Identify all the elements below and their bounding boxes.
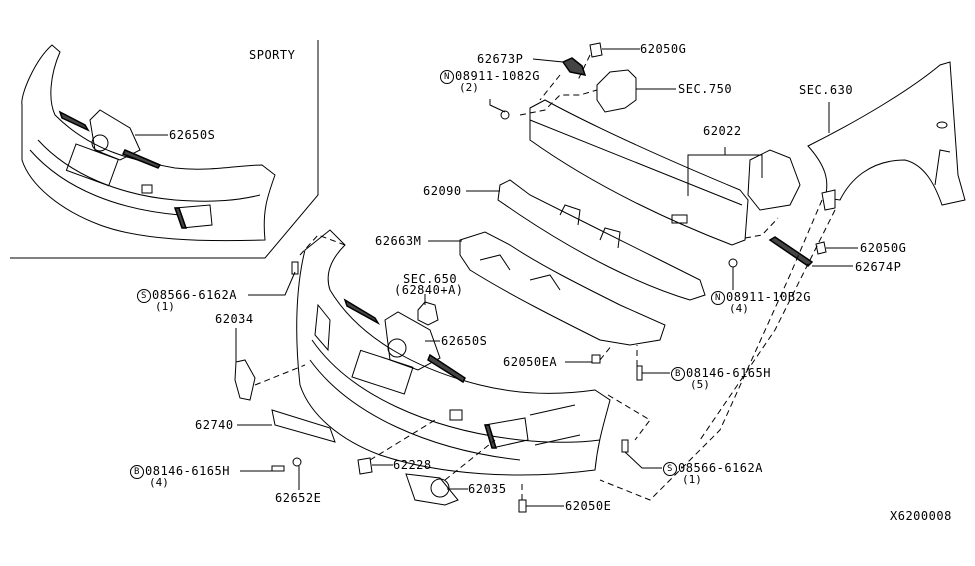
label-62663M: 62663M — [375, 234, 422, 248]
clip-62050E — [518, 499, 527, 513]
bracket-62674P — [768, 236, 814, 267]
label-62740: 62740 — [195, 418, 234, 432]
label-62650S: 62650S — [441, 334, 488, 348]
bolt-symbol-icon: B — [671, 367, 685, 381]
grommet-62652E — [292, 457, 302, 467]
clip-62050G-top — [589, 42, 603, 58]
reinforcement-62022 — [529, 99, 801, 246]
bolt-right — [636, 365, 643, 381]
screw-symbol-icon: S — [663, 462, 677, 476]
license-bracket-62740 — [271, 409, 336, 443]
fog-lamp-62035 — [405, 473, 459, 506]
bracket-sec650 — [417, 301, 439, 326]
label-62650S-inset: 62650S — [169, 128, 216, 142]
energy-absorber-62090 — [497, 179, 706, 301]
label-62034: 62034 — [215, 312, 254, 326]
label-62035: 62035 — [468, 482, 507, 496]
label-sec630: SEC.630 — [799, 83, 854, 97]
label-sec650: SEC.650 — [403, 272, 458, 286]
fender-sec630 — [807, 61, 966, 211]
label-62050EA: 62050EA — [503, 355, 558, 369]
label-sec650-sub: (62840+A) — [394, 283, 464, 297]
screw-symbol-icon: S — [137, 289, 151, 303]
inset-title: SPORTY — [249, 48, 296, 62]
cap-62228 — [357, 457, 373, 475]
qty-nut-top: (2) — [459, 81, 479, 94]
diagram-id: X6200008 — [890, 509, 952, 523]
label-62090: 62090 — [423, 184, 462, 198]
label-62673P: 62673P — [477, 52, 524, 66]
label-62022: 62022 — [703, 124, 742, 138]
label-62674P: 62674P — [855, 260, 902, 274]
nut-symbol-icon: N — [440, 70, 454, 84]
screw-left — [291, 261, 299, 275]
screw-right — [621, 439, 629, 453]
bracket-62673P — [561, 57, 587, 76]
fog-lamp-62034 — [234, 359, 256, 401]
inset-bumper-sporty — [21, 44, 276, 242]
label-62050G-right: 62050G — [860, 241, 907, 255]
label-62228: 62228 — [393, 458, 432, 472]
main-bumper-fascia — [296, 229, 611, 476]
qty-screw-right: (1) — [682, 473, 702, 486]
nut-symbol-icon: N — [711, 291, 725, 305]
clip-62050G-right — [815, 241, 827, 255]
label-62652E: 62652E — [275, 491, 322, 505]
inset-frame — [10, 40, 319, 259]
nut-top — [500, 110, 510, 120]
qty-bolt-right: (5) — [690, 378, 710, 391]
under-cover-62663M — [459, 231, 666, 346]
label-62050G-top: 62050G — [640, 42, 687, 56]
assembly-dashed-lines — [254, 54, 836, 501]
leader-lines — [140, 48, 858, 507]
bolt-left — [271, 465, 285, 472]
qty-bolt-left: (4) — [149, 476, 169, 489]
clip-62050EA — [591, 354, 601, 364]
label-62050E: 62050E — [565, 499, 612, 513]
bolt-symbol-icon: B — [130, 465, 144, 479]
nut-right — [728, 258, 738, 268]
qty-screw-left: (1) — [155, 300, 175, 313]
label-sec750: SEC.750 — [678, 82, 733, 96]
qty-nut-right: (4) — [729, 302, 749, 315]
bracket-sec750 — [596, 69, 637, 113]
